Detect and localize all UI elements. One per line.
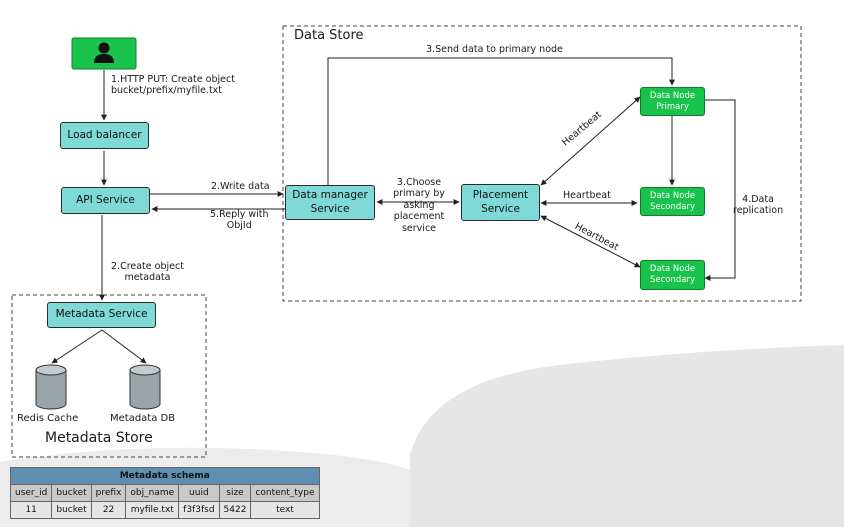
data-store-title: Data Store [294, 28, 364, 43]
user-icon [94, 42, 114, 63]
table-cell: 5422 [218, 501, 252, 519]
schema-title: Metadata schema [10, 467, 320, 485]
column-header: size [218, 484, 252, 502]
data-store-container [282, 25, 802, 302]
data-manager-service-node: Data manager Service [285, 185, 375, 220]
metadata-store-container [11, 294, 207, 458]
database-icon [35, 364, 67, 410]
metadata-db-label: Metadata DB [110, 413, 176, 424]
send-to-primary-label: 3.Send data to primary node [426, 44, 563, 55]
column-header: bucket [51, 484, 92, 502]
metadata-service-node: Metadata Service [47, 302, 156, 328]
column-header: user_id [9, 484, 53, 502]
column-header: obj_name [125, 484, 180, 502]
data-node-secondary: Data Node Secondary [640, 260, 705, 290]
table-cell: myfile.txt [125, 501, 180, 519]
data-replication-label: 4.Data replication [733, 194, 784, 217]
table-cell: 11 [9, 501, 53, 519]
table-cell: 22 [90, 501, 127, 519]
redis-cache-label: Redis Cache [17, 413, 79, 424]
data-node-secondary: Data Node Secondary [640, 187, 705, 216]
table-cell: text [250, 501, 320, 519]
http-put-label: 1.HTTP PUT: Create object bucket/prefix/… [111, 74, 235, 97]
heartbeat-label: Heartbeat [563, 190, 611, 201]
table-cell: f3f3fsd [178, 501, 220, 519]
load-balancer-node: Load balancer [60, 122, 149, 149]
column-header: prefix [90, 484, 127, 502]
background-smudge [410, 345, 844, 527]
column-header: content_type [250, 484, 320, 502]
write-data-label: 2.Write data [211, 181, 270, 192]
reply-label: 5.Reply with ObjId [210, 209, 269, 232]
data-node-primary: Data Node Primary [640, 87, 705, 116]
table-row: 11 bucket 22 myfile.txt f3f3fsd 5422 tex… [9, 501, 320, 519]
api-service-node: API Service [61, 187, 150, 214]
placement-service-node: Placement Service [461, 184, 540, 221]
metadata-store-title: Metadata Store [45, 430, 153, 446]
table-cell: bucket [51, 501, 92, 519]
choose-primary-label: 3.Choose primary by asking placement ser… [393, 177, 445, 234]
database-icon [129, 364, 161, 410]
metadata-schema-table: Metadata schema user_id bucket prefix ob… [9, 467, 320, 519]
column-header: uuid [178, 484, 220, 502]
create-metadata-label: 2.Create object metadata [111, 261, 184, 284]
connector-arrows [51, 57, 736, 364]
